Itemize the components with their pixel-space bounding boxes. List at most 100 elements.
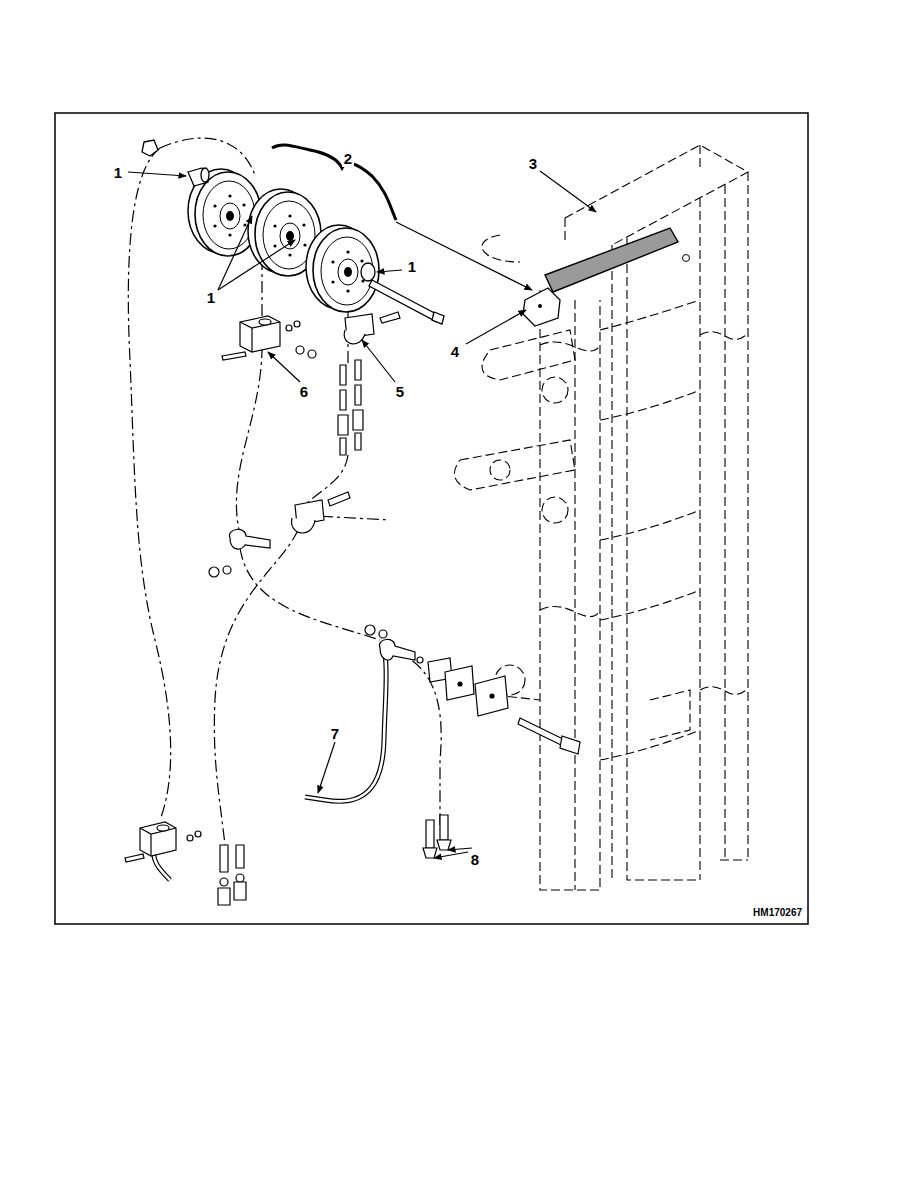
hose-7-core [305,655,386,801]
hardware [140,822,176,856]
leader-line [396,222,532,290]
callout-number: 3 [527,155,539,172]
hardware [340,438,346,455]
hardware [355,385,361,405]
hardware [353,410,363,430]
nut [683,255,690,262]
mast [540,290,600,890]
mast [454,440,575,490]
hardware [187,835,193,841]
mast [600,300,700,330]
callout-number: 8 [469,851,481,868]
hardware [236,874,244,882]
hardware [380,312,400,323]
callout-number: 4 [449,343,461,360]
callout-number: 1 [112,164,124,181]
leader-line [466,310,526,344]
callout-number: 7 [329,725,341,742]
hose [214,530,298,845]
mast [600,730,700,760]
spacers [142,140,158,156]
spacers [142,140,444,324]
hardware [355,360,361,380]
mount-plate [523,288,560,326]
hardware [426,820,434,848]
hardware [379,630,387,638]
hardware [125,312,580,905]
hardware [423,848,437,858]
hardware [229,529,270,549]
hardware [140,828,176,856]
hardware [458,682,462,686]
hardware [220,845,228,872]
hose [240,548,380,640]
leader-line [272,145,396,220]
mast [565,145,748,245]
callout-number: 1 [406,258,418,275]
mast [600,390,700,420]
mast [490,460,510,480]
hardware [417,657,423,663]
mast [724,185,725,860]
mast [454,145,748,890]
hardware [222,352,246,360]
leader-line [434,852,468,858]
mast [600,590,700,620]
mount-bolt [538,304,542,308]
mast [611,245,612,880]
hardware [240,322,280,352]
mast [574,300,575,890]
frame [55,113,808,924]
hardware [286,325,292,331]
leader-line [362,340,395,382]
hardware [338,415,348,435]
leader-line [318,742,335,793]
mast [482,235,520,262]
leader-line [540,171,596,212]
hardware [209,567,219,577]
callout-number: 2 [342,150,354,167]
hardware [440,815,448,840]
hardware [259,319,271,325]
hardware [475,676,508,716]
hardware [560,736,580,754]
mast [540,606,600,616]
leader-line [128,172,186,176]
mast [600,510,700,540]
mast [699,145,700,170]
hardware [490,694,494,698]
spacers [361,263,375,281]
hardware [157,825,169,831]
crosshead-bar [545,228,678,292]
hardware [355,433,361,450]
mast [627,238,700,880]
hardware [234,882,246,900]
leader-line [128,145,596,858]
mast [482,330,575,380]
mast [540,342,600,351]
hardware [445,666,474,700]
hardware [308,350,316,358]
hose [128,148,170,820]
leader-line [268,352,300,382]
mast [747,172,748,860]
hardware [437,840,451,850]
callout-number: 6 [298,383,310,400]
mast [542,497,568,523]
hardware [195,831,201,837]
hardware [125,854,144,862]
pulley-set [188,169,379,312]
hardware [340,390,346,410]
hardware [518,718,565,746]
callout-number: 5 [394,383,406,400]
figure-id: HM170267 [751,907,804,919]
mast [650,690,690,740]
pulley-set [306,225,379,312]
spacers [369,280,440,322]
hose-7 [305,655,386,801]
hose [128,138,441,845]
spacers [201,168,209,182]
hardware [328,492,350,506]
hardware [240,316,280,352]
